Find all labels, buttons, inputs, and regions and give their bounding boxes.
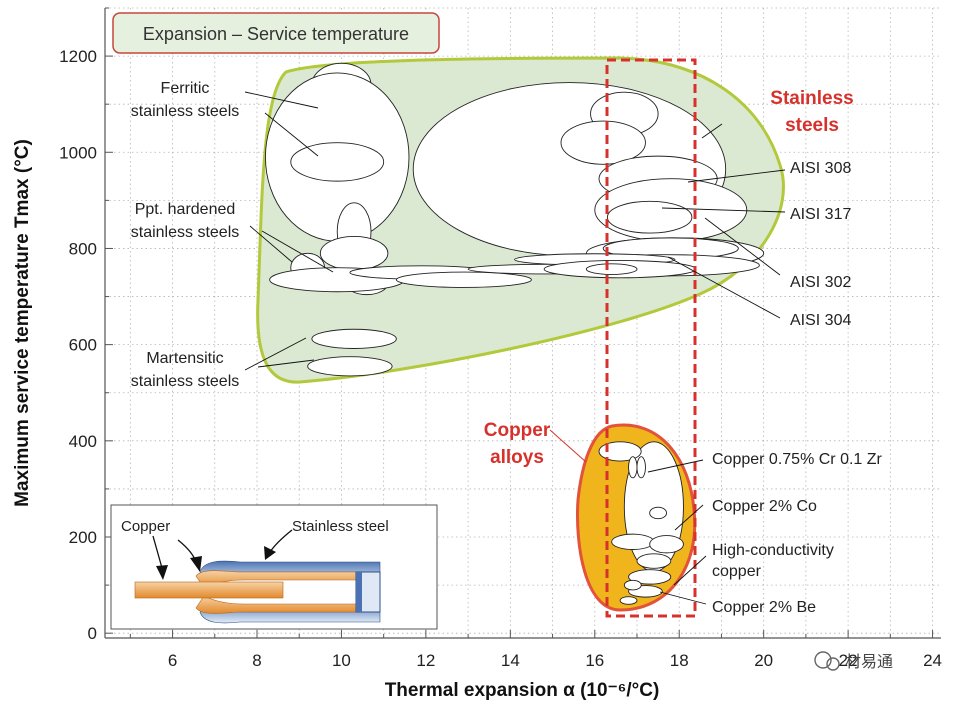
- leader-line: [264, 112, 319, 157]
- x-tick-label: 8: [252, 651, 261, 670]
- watermark: 材易通: [814, 651, 893, 671]
- watermark-text: 材易通: [845, 652, 893, 671]
- x-tick-label: 16: [585, 651, 604, 670]
- leader-line-copper: [549, 429, 587, 463]
- y-tick-label: 1000: [59, 143, 97, 162]
- inset-label-copper: Copper: [121, 518, 170, 535]
- leader-line: [704, 217, 781, 276]
- label-aisi-317: AISI 317: [790, 206, 851, 223]
- material-bubble: [395, 271, 532, 288]
- material-bubble: [636, 553, 672, 569]
- watermark-icon-2: [826, 657, 840, 671]
- leader-line: [257, 359, 315, 368]
- copper-rod: [134, 581, 284, 599]
- x-tick-label: 6: [168, 651, 177, 670]
- leader-line: [673, 555, 707, 586]
- y-tick-label: 600: [69, 336, 97, 355]
- y-axis-title: Maximum service temperature Tmax (°C): [12, 139, 33, 507]
- bubbles: [264, 62, 765, 605]
- y-tick-label: 800: [69, 239, 97, 258]
- material-bubble: [307, 356, 393, 377]
- label-aisi-304: AISI 304: [790, 312, 851, 329]
- material-bubble: [319, 235, 389, 271]
- label-aisi-308: AISI 308: [790, 160, 851, 177]
- material-bubble: [598, 441, 642, 462]
- material-bubble: [649, 506, 668, 520]
- label-copper-cr-zr: Copper 0.75% Cr 0.1 Zr: [712, 451, 883, 468]
- label-copper-be: Copper 2% Be: [712, 599, 816, 616]
- leader-line: [701, 123, 723, 139]
- inset-label-stainless: Stainless steel: [292, 518, 389, 535]
- x-tick-label: 24: [923, 651, 942, 670]
- y-tick-label: 1200: [59, 47, 97, 66]
- label-copper-co: Copper 2% Co: [712, 498, 817, 515]
- leader-line: [667, 256, 781, 319]
- leader-lines: [244, 91, 786, 605]
- y-tick-label: 0: [88, 624, 97, 643]
- leader-line: [661, 207, 786, 213]
- material-bubble: [628, 456, 638, 479]
- leader-line: [249, 225, 293, 263]
- leader-line: [674, 504, 704, 531]
- leader-line: [261, 230, 334, 273]
- x-tick-label: 12: [416, 651, 435, 670]
- leader-line: [647, 459, 704, 473]
- x-tick-label: 22: [839, 651, 858, 670]
- material-bubble: [628, 569, 672, 585]
- material-bubble: [649, 535, 684, 554]
- material-bubble: [636, 456, 646, 479]
- x-tick-label: 14: [501, 651, 520, 670]
- leader-line: [244, 337, 307, 371]
- leader-line: [687, 169, 786, 183]
- end-plug-shade: [356, 572, 362, 612]
- axes: 6 8 10 12 14 16 18 20 22 24 0 200 400 600 800 1000 1200T…: [12, 7, 942, 701]
- x-tick-label: 18: [670, 651, 689, 670]
- material-bubble: [560, 120, 646, 165]
- arrowhead-copper-rod: [156, 565, 168, 580]
- material-bubble: [619, 596, 638, 605]
- material-bubble: [606, 200, 693, 234]
- leader-line: [244, 91, 319, 109]
- y-tick-label: 200: [69, 528, 97, 547]
- material-bubble: [611, 533, 655, 550]
- selection-box: [605, 58, 697, 618]
- material-bubble: [290, 142, 385, 182]
- material-bubble: [585, 263, 638, 275]
- material-bubble: [311, 328, 397, 349]
- watermark-icon: [814, 651, 832, 669]
- label-aisi-302: AISI 302: [790, 274, 851, 291]
- arrow-copper-rod: [152, 535, 163, 569]
- chart-title: Expansion – Service temperature: [143, 24, 409, 44]
- inset-diagram: Copper Stainless steel: [110, 504, 438, 630]
- x-tick-label: 10: [332, 651, 351, 670]
- y-tick-label: 400: [69, 432, 97, 451]
- x-axis-title: Thermal expansion α (10⁻⁶/°C): [385, 680, 660, 701]
- arrowhead-stainless: [264, 546, 276, 560]
- material-bubble: [623, 579, 642, 591]
- chart-title-box: [112, 12, 440, 54]
- arrowhead-copper-liner: [190, 556, 202, 572]
- leader-line: [659, 591, 707, 605]
- overlays: [605, 58, 697, 618]
- x-tick-label: 20: [754, 651, 773, 670]
